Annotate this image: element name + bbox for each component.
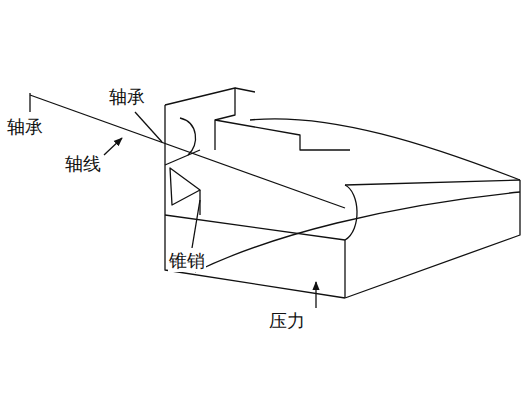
part-label: 轴承 <box>6 118 44 138</box>
bearing-cutout <box>345 185 357 240</box>
leader-arrow <box>104 138 122 155</box>
upper-curve <box>250 119 520 180</box>
profile-curve <box>195 192 520 272</box>
part-label: 压力 <box>268 312 306 332</box>
cone-pin <box>170 168 200 205</box>
bearing-block <box>165 88 235 150</box>
leader-line <box>135 112 162 142</box>
bearing-block-edge <box>164 105 165 165</box>
pressure-arrow <box>315 282 316 308</box>
part-label: 轴承 <box>108 88 146 108</box>
block-back-edge <box>235 88 255 92</box>
bearing-bore <box>180 118 196 155</box>
part-label: 锥销 <box>168 252 206 272</box>
part-label: 轴线 <box>64 155 102 175</box>
leader-line <box>192 200 200 248</box>
block-right-front <box>344 240 345 298</box>
block-front-edge <box>165 165 345 298</box>
groove <box>215 120 350 150</box>
block-top-edge <box>165 150 200 165</box>
axis-tick <box>29 93 30 112</box>
block-right-edge <box>345 180 520 298</box>
axis-line <box>30 95 345 208</box>
block-top-right <box>345 180 520 185</box>
